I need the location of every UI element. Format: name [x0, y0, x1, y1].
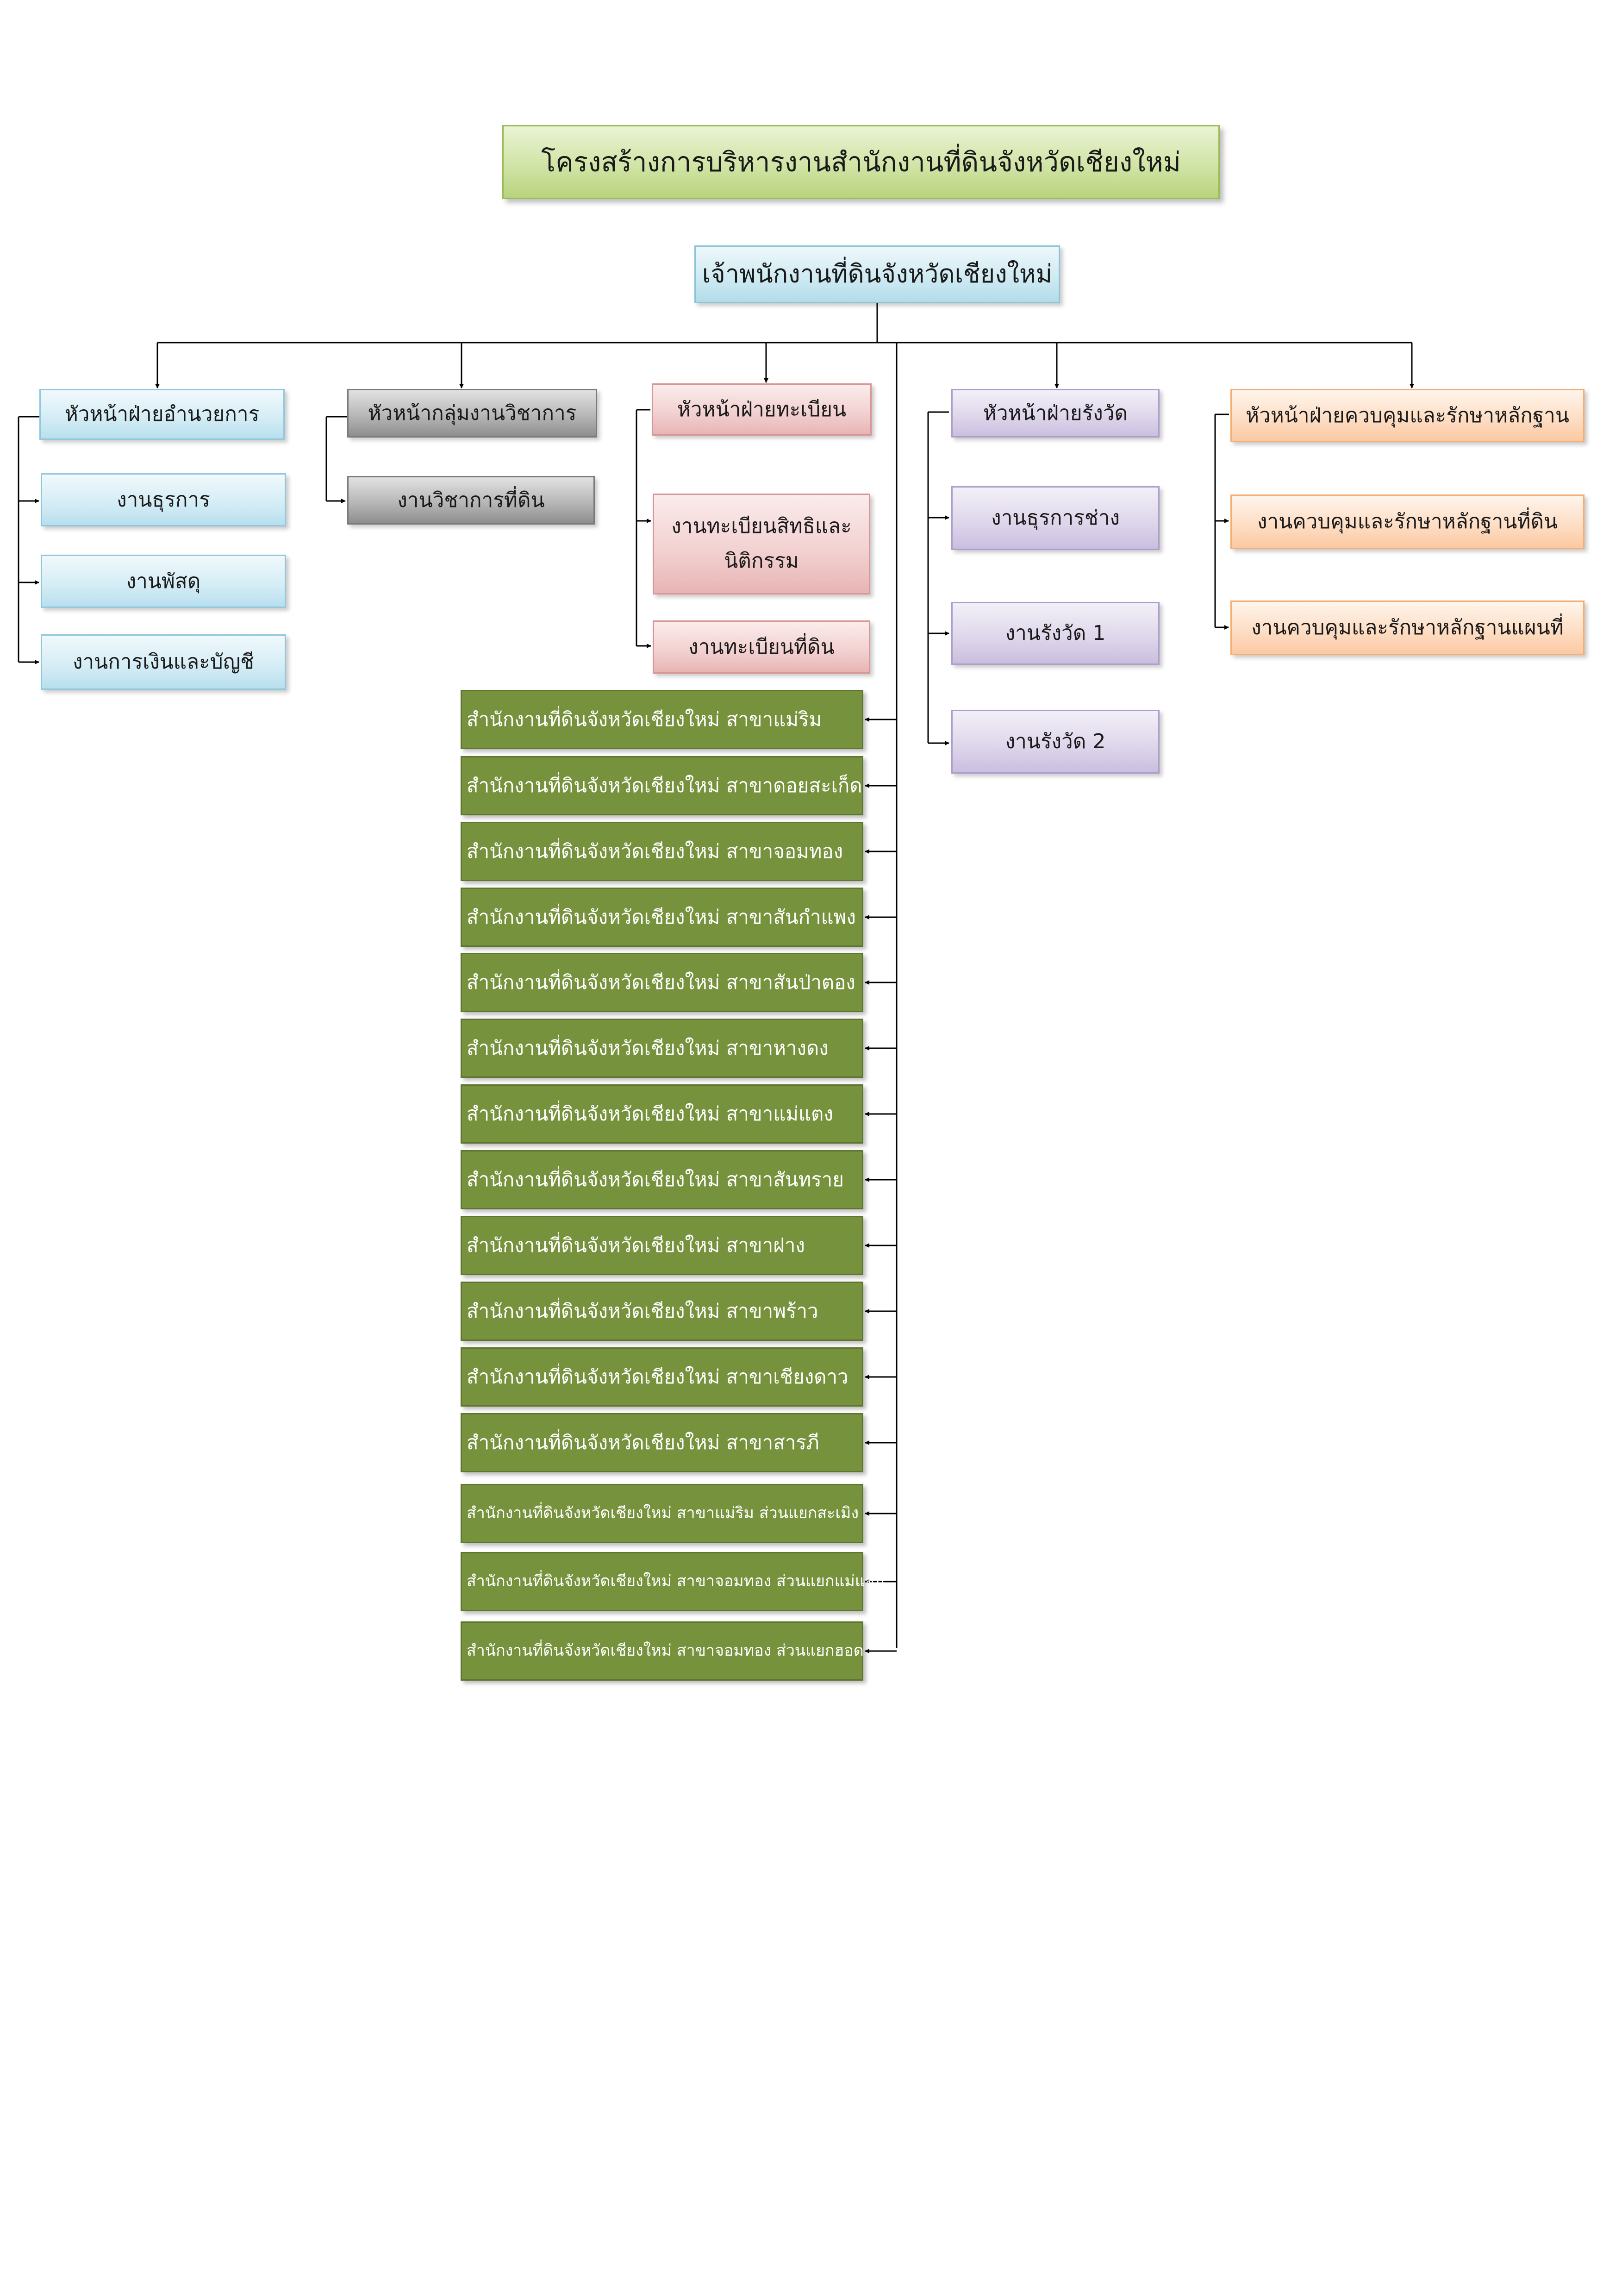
branch-office: สำนักงานที่ดินจังหวัดเชียงใหม่ สาขาหางดง	[461, 1019, 863, 1078]
dept-admin-head: หัวหน้าฝ่ายอำนวยการ	[39, 389, 285, 440]
branch-office: สำนักงานที่ดินจังหวัดเชียงใหม่ สาขาจอมทอ…	[461, 1621, 864, 1681]
branch-office: สำนักงานที่ดินจังหวัดเชียงใหม่ สาขาจอมทอ…	[461, 1552, 885, 1611]
branch-office: สำนักงานที่ดินจังหวัดเชียงใหม่ สาขาดอยสะ…	[461, 756, 863, 815]
dept-survey-head: หัวหน้าฝ่ายรังวัด	[951, 389, 1160, 438]
branch-office: สำนักงานที่ดินจังหวัดเชียงใหม่ สาขาสันกำ…	[461, 888, 863, 947]
branch-office: สำนักงานที่ดินจังหวัดเชียงใหม่ สาขาแม่ริ…	[461, 690, 863, 749]
branch-office: สำนักงานที่ดินจังหวัดเชียงใหม่ สาขาจอมทอ…	[461, 822, 863, 881]
unit-general-affairs: งานธุรการ	[41, 473, 286, 526]
unit-rights-registration-line2: นิติกรรม	[724, 549, 799, 573]
branch-office: สำนักงานที่ดินจังหวัดเชียงใหม่ สาขาสารภี	[461, 1413, 863, 1472]
branch-office: สำนักงานที่ดินจังหวัดเชียงใหม่ สาขาพร้าว	[461, 1282, 863, 1341]
unit-supplies: งานพัสดุ	[41, 555, 286, 608]
unit-rights-registration: งานทะเบียนสิทธิและ นิติกรรม	[653, 494, 870, 594]
unit-land-academic: งานวิชาการที่ดิน	[347, 476, 595, 525]
branch-office: สำนักงานที่ดินจังหวัดเชียงใหม่ สาขาฝาง	[461, 1216, 863, 1275]
dept-evidence-control-head: หัวหน้าฝ่ายควบคุมและรักษาหลักฐาน	[1230, 389, 1585, 442]
unit-land-registration: งานทะเบียนที่ดิน	[653, 620, 870, 674]
unit-map-evidence-control: งานควบคุมและรักษาหลักฐานแผนที่	[1230, 601, 1585, 655]
unit-land-evidence-control: งานควบคุมและรักษาหลักฐานที่ดิน	[1230, 494, 1585, 549]
branch-office: สำนักงานที่ดินจังหวัดเชียงใหม่ สาขาสันป่…	[461, 953, 863, 1012]
page-title: โครงสร้างการบริหารงานสำนักงานที่ดินจังหว…	[502, 125, 1220, 199]
unit-survey-2: งานรังวัด 2	[951, 710, 1160, 774]
unit-finance-accounting: งานการเงินและบัญชี	[41, 634, 286, 690]
branch-office: สำนักงานที่ดินจังหวัดเชียงใหม่ สาขาแม่แต…	[461, 1084, 863, 1144]
unit-survey-1: งานรังวัด 1	[951, 602, 1160, 665]
branch-office: สำนักงานที่ดินจังหวัดเชียงใหม่ สาขาเชียง…	[461, 1347, 863, 1407]
unit-survey-admin: งานธุรการช่าง	[951, 486, 1160, 550]
dept-academic-head: หัวหน้ากลุ่มงานวิชาการ	[347, 389, 597, 438]
branch-office: สำนักงานที่ดินจังหวัดเชียงใหม่ สาขาแม่ริ…	[461, 1484, 863, 1543]
chief-officer-box: เจ้าพนักงานที่ดินจังหวัดเชียงใหม่	[694, 245, 1060, 303]
branch-office: สำนักงานที่ดินจังหวัดเชียงใหม่ สาขาสันทร…	[461, 1150, 863, 1209]
unit-rights-registration-line1: งานทะเบียนสิทธิและ	[671, 514, 852, 538]
dept-registration-head: หัวหน้าฝ่ายทะเบียน	[652, 383, 872, 436]
